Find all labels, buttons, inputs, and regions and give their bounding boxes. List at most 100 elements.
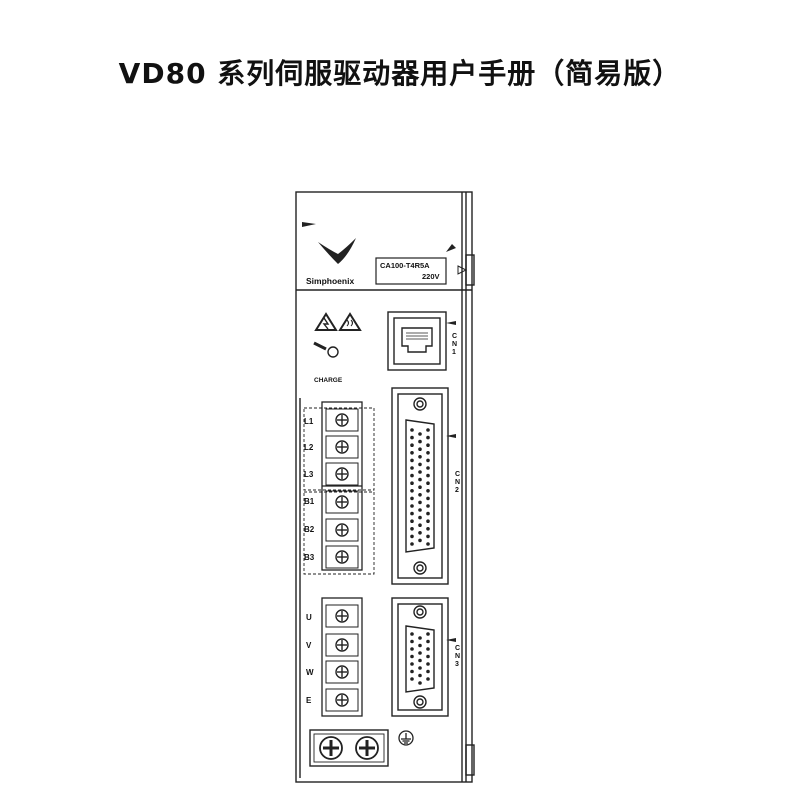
cn3-pin	[426, 669, 430, 674]
terminal-cell	[325, 518, 359, 542]
terminal-label-w: W	[306, 668, 314, 677]
voltage-label: 220V	[422, 272, 440, 281]
cn2-pin	[418, 538, 422, 543]
cn3-pin	[410, 654, 414, 659]
terminal-cell	[325, 633, 359, 657]
cn2-pin	[426, 504, 430, 508]
cn2-pin	[418, 462, 422, 467]
top-indicator-icon	[302, 222, 316, 227]
cn2-pin	[410, 466, 414, 470]
cn2-pin	[418, 500, 422, 505]
cn2-pin	[410, 542, 414, 546]
electric-shock-warning-icon	[314, 312, 338, 331]
cn2-pin	[426, 443, 430, 448]
hot-surface-warning-icon	[338, 312, 362, 331]
cn2-pin	[426, 534, 430, 539]
cn1-letter-1: 1	[452, 349, 456, 356]
cn2-pin	[418, 493, 422, 497]
terminal-label-v: V	[306, 641, 312, 650]
terminal-cell	[325, 462, 359, 486]
cn2-pin	[410, 534, 414, 539]
cn2-pin	[418, 531, 422, 535]
cn2-pin	[426, 458, 430, 463]
cn2-pin	[426, 519, 430, 523]
cn2-pin	[418, 515, 422, 520]
cn2-pin	[410, 473, 414, 478]
cn2-pin	[426, 542, 430, 546]
motor-terminal-block	[321, 597, 363, 717]
cn2-pin	[410, 481, 414, 486]
cn2-pin	[426, 496, 430, 501]
cn2-pin	[410, 519, 414, 523]
cn2-pin	[410, 428, 414, 432]
cn2-pin	[418, 477, 422, 482]
protective-earth-icon	[398, 730, 414, 746]
cn3-db-connector	[391, 597, 449, 717]
ground-screw-block	[309, 729, 389, 767]
cn2-pin	[426, 527, 430, 531]
cn2-pin	[426, 481, 430, 486]
cn2-pin	[410, 504, 414, 508]
cn2-pin	[418, 455, 422, 459]
cn1-rj45-port	[387, 311, 447, 371]
terminal-cell	[325, 435, 359, 459]
cn3-pin	[410, 639, 414, 644]
cn2-pin	[418, 447, 422, 452]
cn2-pin	[426, 511, 430, 516]
cn3-pin	[418, 658, 422, 663]
cn3-pin	[426, 647, 430, 651]
cn3-pin	[418, 636, 422, 640]
cn3-pin	[426, 632, 430, 636]
cn2-pin	[418, 523, 422, 527]
cn3-pin	[410, 669, 414, 674]
cn2-pin	[426, 489, 430, 493]
model-plate	[375, 257, 447, 285]
page-title: VD80 系列伺服驱动器用户手册（简易版）	[118, 57, 682, 90]
terminal-label-b2: B2	[304, 525, 315, 534]
cn2-pin	[426, 428, 430, 432]
cn2-pin	[410, 496, 414, 501]
cn2-pin	[426, 473, 430, 478]
cn3-pin	[426, 677, 430, 681]
cn2-pin	[418, 470, 422, 474]
drive-housing	[295, 191, 473, 783]
cn3-pin	[418, 681, 422, 685]
cn2-letter-2: 2	[455, 487, 459, 494]
cn1-letter-c: C	[452, 333, 457, 340]
cn2-letter-c: C	[455, 471, 460, 478]
cn3-letter-n: N	[455, 653, 460, 660]
cn2-pin	[426, 435, 430, 440]
cn3-pin	[418, 666, 422, 670]
terminal-label-u: U	[306, 613, 312, 622]
cn1-letter-n: N	[452, 341, 457, 348]
cn2-pin	[426, 466, 430, 470]
terminal-label-b1: B1	[304, 497, 315, 506]
cn3-letter-c: C	[455, 645, 460, 652]
terminal-label-e: E	[306, 696, 312, 705]
cn2-pin	[410, 458, 414, 463]
cn3-pin	[418, 673, 422, 678]
cn2-letter-n: N	[455, 479, 460, 486]
terminal-cell	[325, 545, 359, 569]
cn2-pin	[418, 439, 422, 444]
cn3-pin	[426, 654, 430, 659]
cn2-pin	[418, 432, 422, 436]
cn2-pin	[410, 511, 414, 516]
charge-indicator-icon	[313, 341, 339, 358]
cn2-pin	[410, 443, 414, 448]
terminal-cell	[325, 408, 359, 432]
plate-arrow-icon	[457, 265, 468, 275]
terminal-label-l2: L2	[304, 443, 314, 452]
cn3-pin	[426, 662, 430, 666]
cn2-db-connector	[391, 387, 449, 585]
cn3-pin	[426, 639, 430, 644]
cn3-letter-3: 3	[455, 661, 459, 668]
cn3-pin	[418, 651, 422, 655]
model-label: CA100-T4R5A	[380, 261, 430, 270]
cn2-pin	[426, 451, 430, 455]
cn3-pin	[410, 677, 414, 681]
cn2-pin	[410, 435, 414, 440]
cn2-pin	[410, 489, 414, 493]
terminal-cell	[325, 660, 359, 684]
charge-label: CHARGE	[314, 377, 343, 384]
